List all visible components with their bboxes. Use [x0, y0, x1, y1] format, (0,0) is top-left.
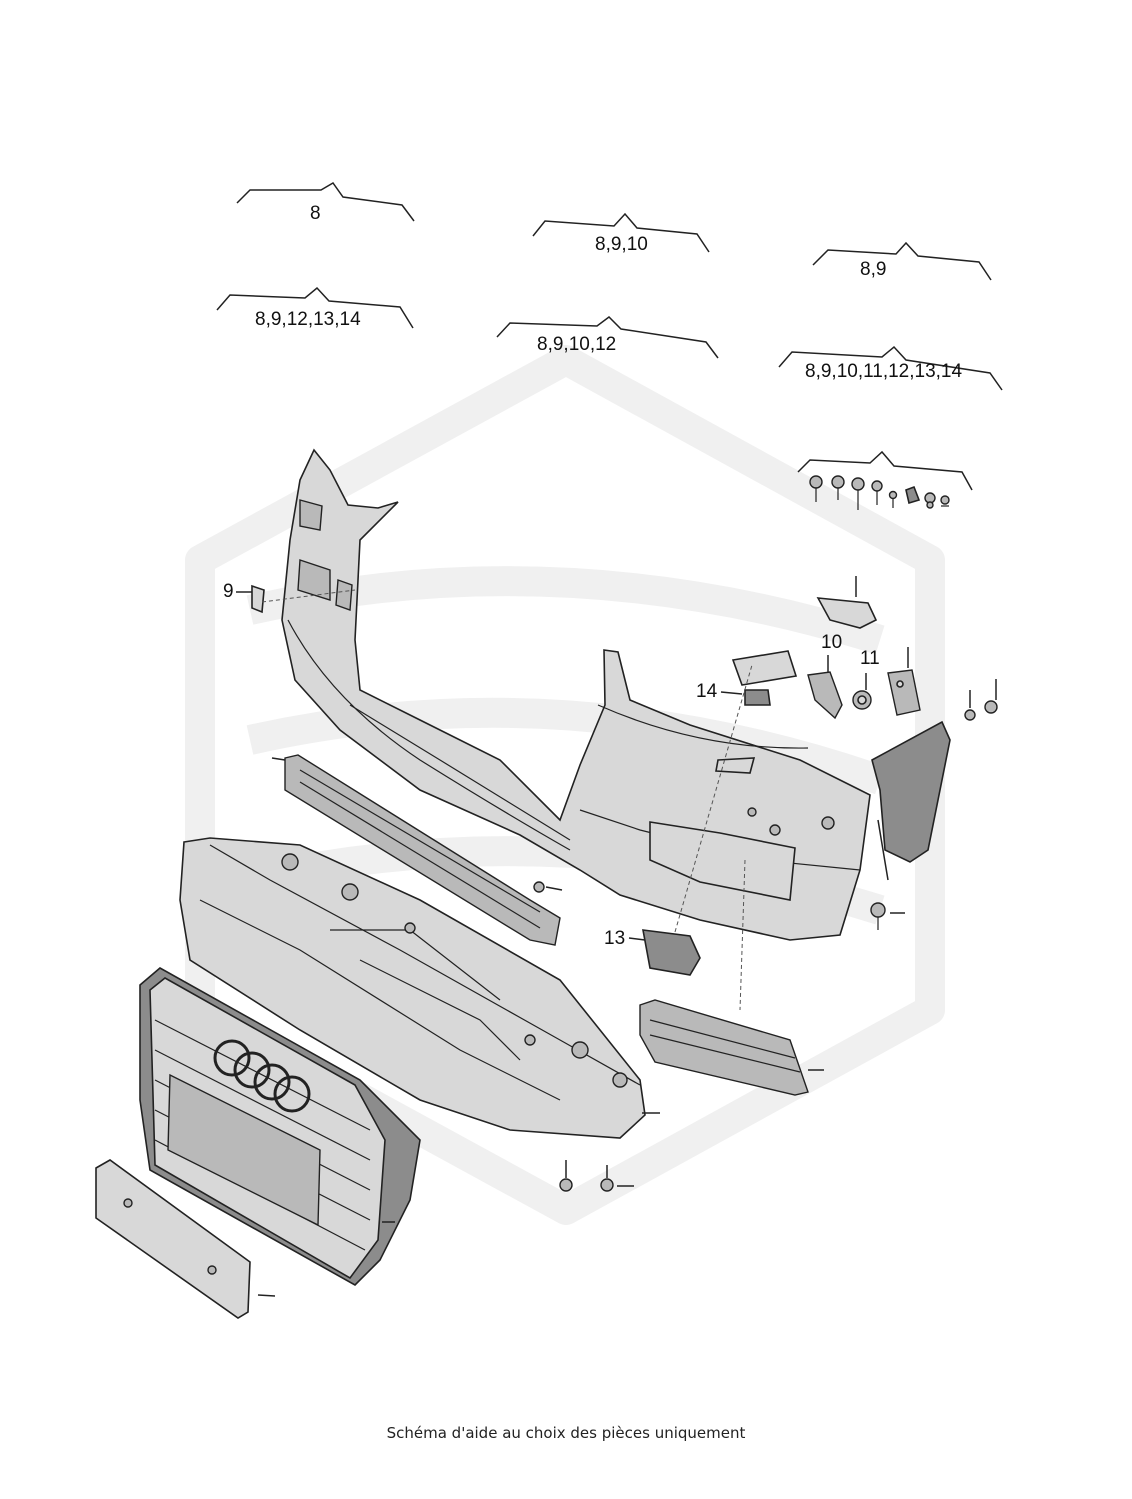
screw-icon: [984, 679, 998, 714]
bracket-label: 8,9,10: [595, 234, 648, 255]
license-plate-holder: [95, 1159, 276, 1319]
washer-bracket: [807, 655, 843, 720]
screw-icon: [870, 902, 886, 930]
bracket-group-b: 8,9,10: [532, 212, 710, 255]
bracket-group-c: 8,9: [812, 241, 992, 281]
clip-14: [744, 689, 771, 706]
bracket-label: 8,9,12,13,14: [255, 309, 361, 330]
four-rings-emblem: [213, 1039, 311, 1113]
side-air-guide: [870, 720, 951, 930]
bolt-icon: [831, 475, 845, 500]
fastener-kit: [797, 450, 973, 510]
undertray-screw: [559, 1160, 573, 1192]
bumper-cover: [281, 448, 871, 941]
callout-label: 10: [821, 632, 842, 653]
callout-14: 14: [696, 681, 743, 702]
bracket-label: 8,9,10,11,12,13,14: [805, 361, 962, 382]
washer-nozzle-cover: [816, 576, 878, 629]
bracket-label: 8,9: [860, 259, 886, 280]
clip-icon: [924, 492, 936, 509]
fog-light-grille: [639, 859, 824, 1096]
bracket-group-f: 8,9,10,11,12,13,14: [778, 345, 1003, 391]
callout-label: 9: [223, 581, 234, 602]
footer-caption: Schéma d'aide au choix des pièces unique…: [386, 1424, 746, 1442]
mounting-bracket: [887, 647, 921, 716]
callout-label: 11: [860, 648, 880, 669]
engine-undertray: [179, 837, 660, 1139]
callout-13: 13: [604, 664, 753, 949]
bracket-label: 8: [310, 203, 321, 224]
nut-icon: [852, 673, 872, 710]
bracket-label: 8,9,10,12: [537, 334, 616, 355]
clip-icon: [905, 485, 921, 505]
bracket-group-a: 8: [236, 182, 415, 224]
undertray-screw: [600, 1165, 634, 1192]
callout-9: 9: [223, 581, 356, 614]
bracket-group-d: 8,9,12,13,14: [216, 286, 414, 330]
clip-icon: [940, 495, 950, 507]
front-grille: [139, 967, 421, 1286]
screw-icon: [871, 480, 883, 505]
bracket-bolt: [533, 881, 563, 893]
screw-icon: [851, 477, 865, 510]
callout-11: 11: [860, 648, 880, 669]
headlamp-washer-cap: [731, 650, 798, 686]
lower-grille-strip: [271, 754, 561, 946]
bolt-icon: [809, 475, 823, 502]
screw-icon: [964, 690, 976, 721]
rivet-icon: [888, 490, 898, 508]
callout-label: 13: [604, 928, 625, 949]
tow-eye-cover: [642, 929, 701, 976]
callout-label: 14: [696, 681, 718, 702]
callout-10: 10: [821, 632, 842, 653]
bracket-group-e: 8,9,10,12: [496, 316, 719, 359]
